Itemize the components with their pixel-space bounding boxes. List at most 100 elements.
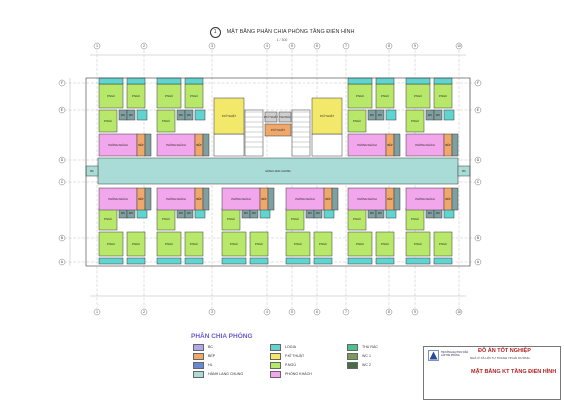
bedroom: [285, 231, 311, 257]
wc-label: WC: [179, 113, 183, 117]
wc-label: WC: [370, 113, 374, 117]
grid-label: 1: [96, 44, 98, 48]
wc-label: WC: [244, 211, 248, 215]
balcony: [249, 257, 269, 265]
wc: [184, 109, 194, 121]
bedroom: [98, 109, 118, 133]
grid-label: 2: [143, 44, 145, 48]
living-room-label: PHÒNG KHÁCH: [415, 142, 434, 147]
grid-bubble: [58, 106, 66, 114]
kitchen-label: BẾP: [261, 196, 266, 201]
bedroom-label: P.NGỦ: [411, 216, 419, 221]
drawing-name: MẶT BẰNG KT TẦNG ĐIỂN HÌNH: [471, 369, 557, 375]
kitchen-label: BẾP: [138, 142, 143, 147]
wc: [393, 133, 401, 157]
bedroom: [347, 83, 373, 109]
grid-bubble: [208, 42, 216, 50]
school-name: TRƯỜNG ĐẠI HỌC DÂN LẬP HẢI PHÒNG: [441, 351, 469, 357]
balcony: [347, 257, 373, 265]
grid-label: A: [61, 260, 64, 264]
legend-item: P.KĨ THUẬT: [270, 352, 305, 360]
bedroom: [126, 231, 146, 257]
lift-lobby: [311, 133, 343, 157]
wc: [393, 187, 401, 211]
bedroom-label: P.NGỦ: [381, 241, 389, 246]
grid-bubble: [474, 156, 482, 164]
bedroom: [347, 231, 373, 257]
bedroom-label: P.NGỦ: [294, 241, 302, 246]
grid-bubble: [140, 42, 148, 50]
bedroom-label: P.NGỦ: [381, 93, 389, 98]
grid-label: 1: [96, 310, 98, 314]
wc-label: WC: [252, 211, 256, 215]
legend-heading: PHÂN CHIA PHÒNG: [191, 333, 253, 340]
wc: [144, 187, 152, 211]
bedroom-label: P.NGỦ: [165, 241, 173, 246]
corridor-end-right-label: BC: [462, 169, 466, 173]
grid-label: D: [61, 158, 64, 162]
wc: [433, 109, 443, 121]
grid-bubble: [93, 308, 101, 316]
bedroom: [313, 231, 333, 257]
living-room-label: PHÒNG KHÁCH: [166, 196, 185, 201]
building-outline: [85, 77, 471, 267]
wc-label: WC: [378, 211, 382, 215]
bedroom: [156, 109, 176, 133]
grid-label: A: [477, 260, 480, 264]
project-name: NHÀ Ở XÃ HỘI TỰ TRANG TP.HẢI DƯƠNG: [470, 356, 530, 360]
kitchen-label: BẾP: [445, 142, 450, 147]
wc: [375, 109, 385, 121]
grid-label: 8: [388, 310, 390, 314]
balcony: [126, 77, 146, 85]
stair-core: [291, 109, 311, 157]
grid-bubble: [342, 308, 350, 316]
grid-label: 9: [414, 44, 416, 48]
wc-label: WC: [121, 211, 125, 215]
grid-label: B: [61, 236, 63, 240]
grid-label: 9: [414, 310, 416, 314]
legend-swatch: [347, 343, 358, 351]
grid-bubble: [385, 308, 393, 316]
grid-label: F: [477, 81, 479, 85]
balcony: [433, 257, 453, 265]
legend-swatch: [193, 370, 204, 378]
balcony: [126, 257, 146, 265]
grid-label: 3: [211, 44, 213, 48]
legend-label: LOGIA: [285, 345, 296, 349]
bedroom-label: P.NGỦ: [414, 241, 422, 246]
legend-label: P.NGỦ: [285, 363, 296, 367]
drawing-scale: 1 / 300: [276, 38, 288, 42]
grid-bubble: [58, 178, 66, 186]
wc: [451, 133, 459, 157]
garbage-room-label: THU RÁC: [279, 115, 291, 119]
living-room-label: PHÒNG KHÁCH: [108, 142, 127, 147]
technical-room: [213, 97, 245, 135]
living-room-label: PHÒNG KHÁCH: [295, 196, 314, 201]
bedroom-label: P.NGỦ: [165, 93, 173, 98]
balcony: [184, 77, 204, 85]
wc-label: WC: [370, 211, 374, 215]
bedroom: [98, 231, 124, 257]
legend-label: WC 2: [362, 363, 371, 367]
grid-bubble: [58, 156, 66, 164]
wc: [202, 187, 210, 211]
legend-label: P.KĨ THUẬT: [285, 354, 305, 358]
grid-label: E: [61, 108, 63, 112]
legend-label: WC 1: [362, 354, 371, 358]
grid-bubble: [58, 258, 66, 266]
legend-label: HL: [208, 363, 213, 367]
kitchen-label: BẾP: [196, 142, 201, 147]
logia: [136, 109, 148, 121]
grid-bubble: [385, 42, 393, 50]
legend-item: P.NGỦ: [270, 361, 296, 369]
bedroom-label: P.NGỦ: [411, 118, 419, 123]
stair-core: [244, 109, 264, 157]
grid-bubble: [474, 178, 482, 186]
legend-label: PHÒNG KHÁCH: [285, 372, 312, 376]
bedroom-label: P.NGỦ: [291, 216, 299, 221]
corridor: [97, 157, 459, 185]
legend-swatch: [270, 352, 281, 360]
legend-item: BC: [193, 343, 213, 351]
